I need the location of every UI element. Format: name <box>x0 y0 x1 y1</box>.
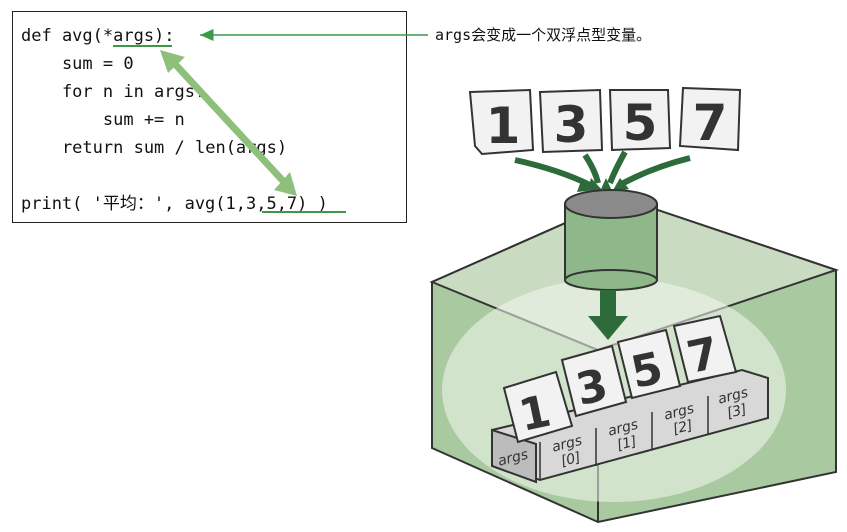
input-card-1: 1 <box>468 88 535 156</box>
svg-text:args: args <box>496 447 529 470</box>
tray-card-1: 1 <box>502 370 574 444</box>
code-line-3: for n in args: <box>21 82 206 102</box>
input-card-3: 3 <box>538 88 604 154</box>
code-line-1: def avg(*args): <box>21 26 175 46</box>
tray-card-5: 5 <box>616 328 682 400</box>
double-arrow <box>160 50 297 196</box>
slot-label-2: args[2] <box>662 401 699 439</box>
tray-card-7: 7 <box>672 314 738 384</box>
funnel-arrows <box>514 150 691 189</box>
args-tray: args <box>491 368 769 484</box>
args-annotation: args会变成一个双浮点型变量。 <box>435 26 652 44</box>
input-card-5: 5 <box>608 89 672 152</box>
code-line-2: sum = 0 <box>21 54 134 74</box>
svg-text:1: 1 <box>486 97 521 155</box>
down-arrow <box>588 290 628 340</box>
svg-text:3: 3 <box>554 96 589 154</box>
svg-text:5: 5 <box>623 94 658 152</box>
svg-text:7: 7 <box>693 94 728 152</box>
code-line-7: print( '平均：', avg(1,3,5,7) ) <box>21 194 328 214</box>
code-line-4: sum += n <box>21 110 185 130</box>
slot-label-1: args[1] <box>606 417 643 455</box>
funnel-cylinder <box>564 189 658 291</box>
code-block: def avg(*args): sum = 0 for n in args: s… <box>12 11 407 223</box>
tray-card-3: 3 <box>560 344 628 418</box>
funnel-arrowheads <box>577 178 629 192</box>
slot-label-0: args[0] <box>550 433 587 471</box>
slot-labels: args[0] args[1] args[2] args[3] <box>539 385 753 480</box>
slot-label-3: args[3] <box>716 385 753 423</box>
input-card-7: 7 <box>678 86 742 152</box>
code-line-5: return sum / len(args) <box>21 138 288 158</box>
